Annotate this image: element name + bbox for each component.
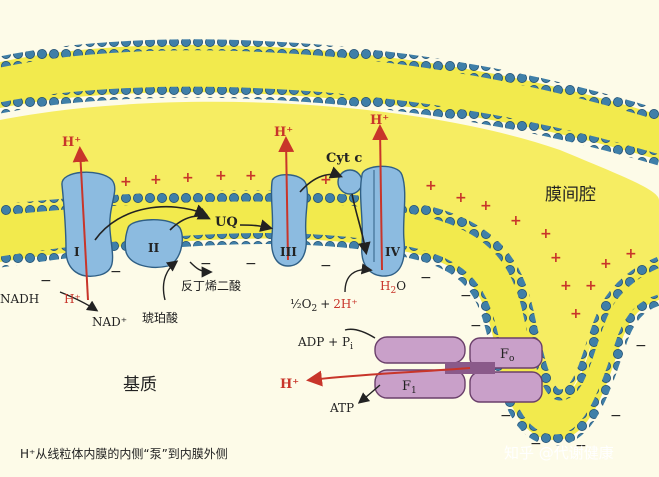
atp-synthase-fo — [469, 337, 543, 369]
minus-sign: − — [110, 264, 122, 280]
label-h-plus-complex-iii: H⁺ — [274, 125, 293, 140]
label-fumarate: 反丁烯二酸 — [181, 278, 241, 293]
nadh-arrow — [59, 291, 99, 312]
plus-sign: + — [510, 213, 522, 229]
label-cytc: Cyt c — [326, 151, 362, 166]
label-nad: NAD⁺ — [92, 315, 127, 329]
atp-synthase-f1 — [374, 369, 466, 399]
plus-sign: + — [540, 226, 552, 242]
label-h2o-h: H2O — [380, 279, 406, 296]
minus-sign: − — [500, 408, 512, 424]
atp-synthase-fo-lower — [469, 371, 543, 403]
succinate-arrow — [162, 260, 179, 301]
plus-sign: + — [600, 256, 612, 272]
fumarate-arrow — [189, 261, 213, 278]
minus-sign: − — [320, 258, 332, 274]
plus-sign: + — [182, 170, 194, 186]
label-fo: Fo — [500, 347, 514, 364]
electron-arrow-cytc-to-iv — [351, 193, 371, 256]
minus-sign: − — [40, 273, 52, 289]
oxygen-arrow — [344, 263, 373, 293]
plus-sign: + — [245, 168, 257, 184]
label-succinate: 琥珀酸 — [142, 310, 178, 325]
label-h-plus-atp: H⁺ — [280, 377, 299, 392]
plus-sign: + — [215, 168, 227, 184]
proton-arrow-complex-iv — [372, 124, 389, 271]
label-nadh: NADH — [0, 292, 39, 306]
label-f1: F1 — [402, 379, 417, 396]
label-complex-ii: II — [148, 241, 160, 255]
plus-sign: + — [320, 172, 332, 188]
minus-sign: − — [245, 256, 257, 272]
minus-sign: − — [610, 408, 622, 424]
label-oxygen: ½O2+2H⁺ — [290, 297, 358, 314]
label-adp-pi: ADP + Pi — [297, 335, 353, 352]
intermembrane-space — [0, 101, 659, 412]
label-intermembrane-space: 膜间腔 — [545, 185, 596, 205]
plus-sign: + — [150, 172, 162, 188]
label-uq: UQ — [215, 215, 238, 230]
label-h-plus-complex-iv: H⁺ — [370, 113, 389, 128]
plus-sign: + — [585, 278, 597, 294]
label-atp: ATP — [329, 401, 354, 415]
proton-arrow-complex-iii — [278, 136, 295, 261]
label-complex-i: I — [74, 245, 80, 259]
plus-sign: + — [120, 174, 132, 190]
atp-arrow — [357, 384, 381, 404]
minus-sign: − — [460, 288, 472, 304]
label-complex-iv: IV — [385, 245, 401, 259]
proton-arrow-atp-synthase — [306, 367, 471, 387]
outer-membrane-heads-bottom — [0, 86, 659, 166]
proton-arrow-complex-i — [72, 146, 89, 301]
outer-membrane — [0, 44, 659, 160]
minus-sign: − — [575, 438, 587, 454]
caption: H⁺从线粒体内膜的内侧“泵”到内膜外侧 — [20, 446, 228, 461]
plus-sign: + — [425, 178, 437, 194]
plus-sign: + — [560, 278, 572, 294]
plus-sign: + — [570, 306, 582, 322]
outer-membrane-heads-top — [0, 39, 659, 121]
minus-sign: − — [420, 270, 432, 286]
cytochrome-c — [337, 169, 363, 195]
adp-line — [344, 328, 376, 339]
electron-arrow-iii-to-cytc — [299, 166, 343, 193]
plus-sign: + — [550, 250, 562, 266]
label-complex-iii: III — [280, 245, 297, 259]
minus-sign: − — [530, 436, 542, 452]
watermark: 知乎 @代谢健康 — [504, 444, 614, 462]
atp-synthase-head-top — [374, 336, 466, 364]
label-matrix: 基质 — [123, 375, 157, 395]
complex-i — [61, 171, 116, 277]
label-h-plus-nadh: H⁺ — [64, 292, 81, 306]
inner-membrane — [0, 195, 659, 440]
minus-sign: − — [470, 318, 482, 334]
plus-sign: + — [455, 190, 467, 206]
electron-arrow-ii-to-uq — [169, 207, 211, 231]
label-h-plus-complex-i: H⁺ — [62, 135, 81, 150]
minus-sign: − — [635, 338, 647, 354]
plus-sign: + — [625, 246, 637, 262]
electron-arrow-i-to-uq — [94, 204, 208, 241]
plus-sign: + — [480, 198, 492, 214]
electron-arrow-uq-to-iii — [239, 219, 274, 232]
minus-sign: − — [200, 256, 212, 272]
